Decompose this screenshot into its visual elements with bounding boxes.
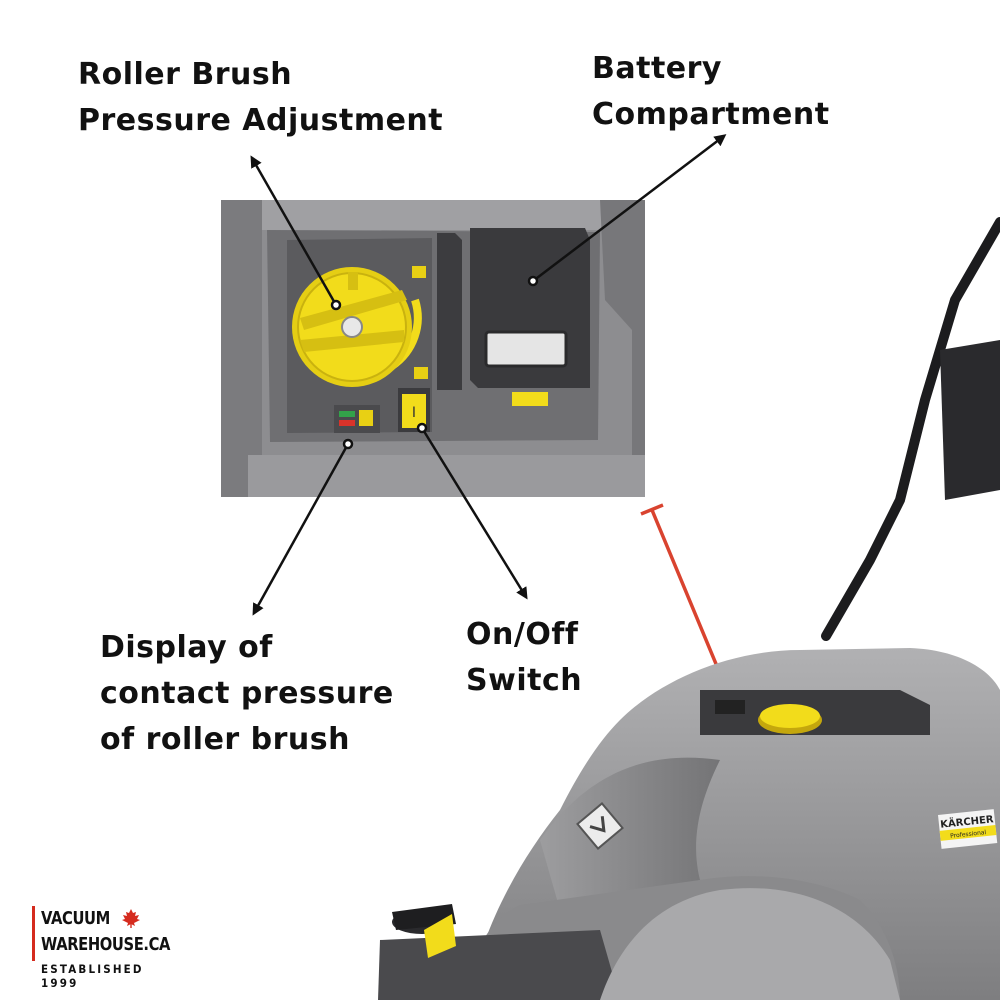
arrow-icon xyxy=(252,443,350,616)
label-line: Battery xyxy=(592,51,722,86)
label-on-off-switch: On/Off Switch xyxy=(466,612,582,704)
karcher-chevron-icon xyxy=(576,802,624,850)
label-line: Display of xyxy=(100,630,273,665)
vacuum-warehouse-logo: VACUUM WAREHOUSE.CA ESTABLISHED 1999 xyxy=(32,906,192,990)
brand-badge: KÄRCHER Professional xyxy=(938,809,998,849)
label-battery-compartment: Battery Compartment xyxy=(592,46,830,138)
sweeper-machine: KÄRCHER Professional xyxy=(378,217,1000,1000)
handle-bag xyxy=(940,340,1000,500)
arrow-icon xyxy=(532,134,727,282)
label-line: Compartment xyxy=(592,97,830,132)
dial-position-icon xyxy=(412,266,428,379)
arrow-icon xyxy=(420,427,528,600)
svg-text:Professional: Professional xyxy=(950,829,987,840)
label-line: Pressure Adjustment xyxy=(78,103,444,138)
label-line: Roller Brush xyxy=(78,57,293,92)
pressure-adjustment-dial xyxy=(292,267,422,387)
svg-text:I: I xyxy=(412,405,416,421)
battery-compartment xyxy=(437,228,590,406)
logo-tagline: ESTABLISHED 1999 xyxy=(41,962,144,990)
side-knob xyxy=(392,904,456,958)
logo-line-1: VACUUM xyxy=(41,908,110,929)
label-roller-brush-pressure: Roller Brush Pressure Adjustment xyxy=(78,52,443,144)
callout-arrows xyxy=(250,134,727,616)
maple-leaf-icon xyxy=(122,909,140,928)
logo-line-2: WAREHOUSE.CA xyxy=(41,934,171,955)
label-line: On/Off xyxy=(466,617,579,652)
label-contact-pressure-display: Display of contact pressure of roller br… xyxy=(100,625,394,763)
arrow-icon xyxy=(250,155,338,306)
pressure-display xyxy=(334,405,380,433)
label-line: Switch xyxy=(466,663,583,698)
logo-bar xyxy=(32,906,35,961)
label-line: contact pressure xyxy=(100,676,394,711)
label-line: of roller brush xyxy=(100,722,351,757)
